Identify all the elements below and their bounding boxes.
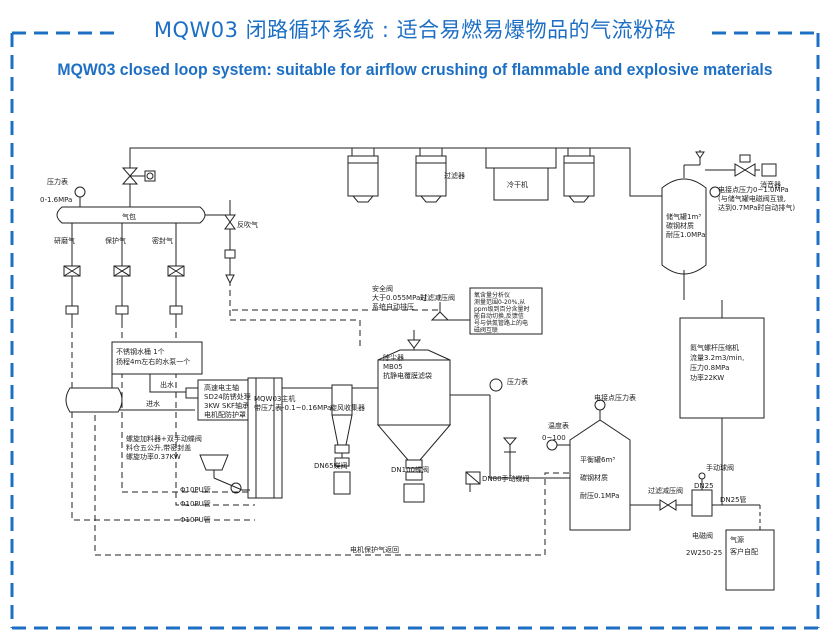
label-storage-tank-2: 碳钢材质 xyxy=(666,221,694,230)
label-protective-gas: 保护气 xyxy=(105,236,126,245)
label-temp-range: 0~100 xyxy=(542,434,566,442)
label-main-unit-1: MQW03主机 xyxy=(254,394,295,403)
label-oxygen-analyzer-1: 氧含量分析仪 xyxy=(474,291,510,299)
water-tank xyxy=(111,341,203,411)
label-oxygen-analyzer-5: 号与供氮管路上的电 xyxy=(474,319,528,327)
label-solenoid-model: 2W250-25 xyxy=(686,549,722,557)
label-nitrogen-1: 氮气螺杆压缩机 xyxy=(690,343,739,352)
cooler xyxy=(485,148,557,201)
filter-2 xyxy=(415,147,447,203)
blowback-valve xyxy=(224,249,236,285)
label-contact-gauge-top-2: (与储气罐电磁阀互锁, xyxy=(718,194,786,203)
branch-lines xyxy=(63,223,185,322)
label-dust-1: 除尘器 xyxy=(383,353,404,362)
label-storage-tank-3: 耐压1.0MPa xyxy=(666,230,705,239)
label-feeder-1: 螺旋加料器+双手动蝶阀 xyxy=(126,434,202,443)
label-safety-valve-3: 系统自动排压 xyxy=(372,302,414,311)
gas-header xyxy=(56,186,236,250)
label-contact-gauge-top-3: 达到0.7MPa时自动排气) xyxy=(718,203,795,212)
label-grinding-gas: 研磨气 xyxy=(54,236,75,245)
label-gas-source-1: 气源 xyxy=(730,535,744,544)
label-gas-header: 气包 xyxy=(122,212,136,221)
label-pipe-1: Φ10PU管 xyxy=(180,485,211,494)
label-water-in: 进水 xyxy=(146,399,160,408)
gas-source-box xyxy=(725,505,775,591)
label-blowback-gas: 反吹气 xyxy=(237,220,258,229)
label-water-out: 出水 xyxy=(160,380,174,389)
label-muffler: 消音器 xyxy=(760,180,781,189)
label-thermometer: 温度表 xyxy=(548,421,569,430)
label-gas-source-2: 客户自配 xyxy=(730,547,758,556)
dashed-border xyxy=(10,31,820,630)
label-balance-2: 碳钢材质 xyxy=(580,473,608,482)
nitrogen-compressor xyxy=(679,300,765,505)
label-pressure-range-top: 0-1.6MPa xyxy=(40,196,72,204)
label-oxygen-analyzer-4: 能自动切换,反馈信 xyxy=(474,312,524,320)
label-cyclone: 旋风收集器 xyxy=(330,403,365,412)
title-english: MQW03 closed loop system: suitable for a… xyxy=(57,60,773,79)
label-cooler: 冷干机 xyxy=(507,180,528,189)
label-contact-gauge-top-1: 电接点压力0~1.0MPa xyxy=(718,185,789,194)
dn80-valve xyxy=(465,471,481,492)
gas-supply-line xyxy=(630,472,760,517)
label-filter: 过滤器 xyxy=(444,171,465,180)
label-dn25-a: DN25 xyxy=(694,482,714,490)
filter-1 xyxy=(347,147,379,203)
label-pipe-3: Φ10PU管 xyxy=(180,515,211,524)
label-balance-1: 平衡罐6m³ xyxy=(580,455,615,464)
label-motor-1: 高速电主轴 xyxy=(204,383,239,392)
label-dust-2: MB05 xyxy=(383,363,403,371)
label-solenoid: 电磁阀 xyxy=(692,531,713,540)
label-dn65: DN65蝶阀 xyxy=(314,461,348,470)
label-motor-3: 3KW SKF轴承 xyxy=(204,401,249,410)
label-contact-gauge-mid: 电接点压力表 xyxy=(594,393,636,402)
cyclone-collector xyxy=(331,384,353,495)
label-main-unit-2: 带压力表-0.1~0.16MPa xyxy=(254,403,331,412)
label-water-tank-1: 不锈钢水桶 1个 xyxy=(116,347,165,356)
mid-pipe-valve xyxy=(502,437,518,478)
tank-top-valve xyxy=(695,150,705,165)
label-nitrogen-4: 功率22KW xyxy=(690,373,724,382)
dust-collector xyxy=(352,330,570,503)
label-motor-2: SD24防锈处理 xyxy=(204,392,251,401)
label-oxygen-analyzer-6: 磁阀互联 xyxy=(474,326,498,334)
mqw03-main-unit xyxy=(247,377,345,499)
label-filter-pressure-valve: 过滤减压阀 xyxy=(420,293,455,302)
label-filter-pressure-valve-2: 过滤减压阀 xyxy=(648,486,683,495)
storage-tank xyxy=(661,154,777,300)
title-chinese: MQW03 闭路循环系统 : 适合易燃易爆物品的气流粉碎 xyxy=(0,14,830,44)
label-dn25-b: DN25管 xyxy=(720,495,747,504)
label-manual-ball: 手动球阀 xyxy=(706,463,734,472)
label-pipe-2: Φ10PU管 xyxy=(180,499,211,508)
label-nitrogen-2: 流量3.2m3/min, xyxy=(690,353,744,362)
label-safety-valve-2: 大于0.055MPa时 xyxy=(372,293,427,302)
label-pressure-gauge-top: 压力表 xyxy=(47,177,68,186)
bottom-left-vessel xyxy=(65,387,123,413)
filter-reducing-valve-center xyxy=(430,287,543,335)
filter-3 xyxy=(563,147,595,203)
top-left-valve xyxy=(121,167,156,185)
label-oxygen-analyzer-2: 测量范围0-20%,从 xyxy=(474,298,525,306)
label-nitrogen-3: 压力0.8MPa xyxy=(690,363,729,372)
balance-tank xyxy=(546,399,631,531)
label-safety-valve-1: 安全阀 xyxy=(372,284,393,293)
label-dn100: DN100蝶阀 xyxy=(391,465,429,474)
label-storage-tank-1: 储气罐1m³ xyxy=(666,212,701,221)
label-dust-3: 抗静电覆膜滤袋 xyxy=(383,371,432,380)
label-feeder-2: 料仓五公升,带密封盖 xyxy=(126,443,191,452)
label-dn80: DN80手动蝶阀 xyxy=(482,474,530,483)
label-balance-3: 耐压0.1MPa xyxy=(580,491,619,500)
screw-feeder xyxy=(199,454,250,494)
label-feeder-3: 螺旋功率0.37KW xyxy=(126,452,181,461)
label-water-tank-2: 扬程4m左右的水泵一个 xyxy=(116,357,190,366)
label-sealing-gas: 密封气 xyxy=(152,236,173,245)
label-oxygen-analyzer-3: ppm级到百分含量时 xyxy=(474,305,529,313)
label-motor-gas-loop: 电机保护气返回 xyxy=(350,545,399,554)
label-motor-4: 电机配防护罩 xyxy=(204,410,246,419)
label-pressure-gauge-mid: 压力表 xyxy=(507,377,528,386)
